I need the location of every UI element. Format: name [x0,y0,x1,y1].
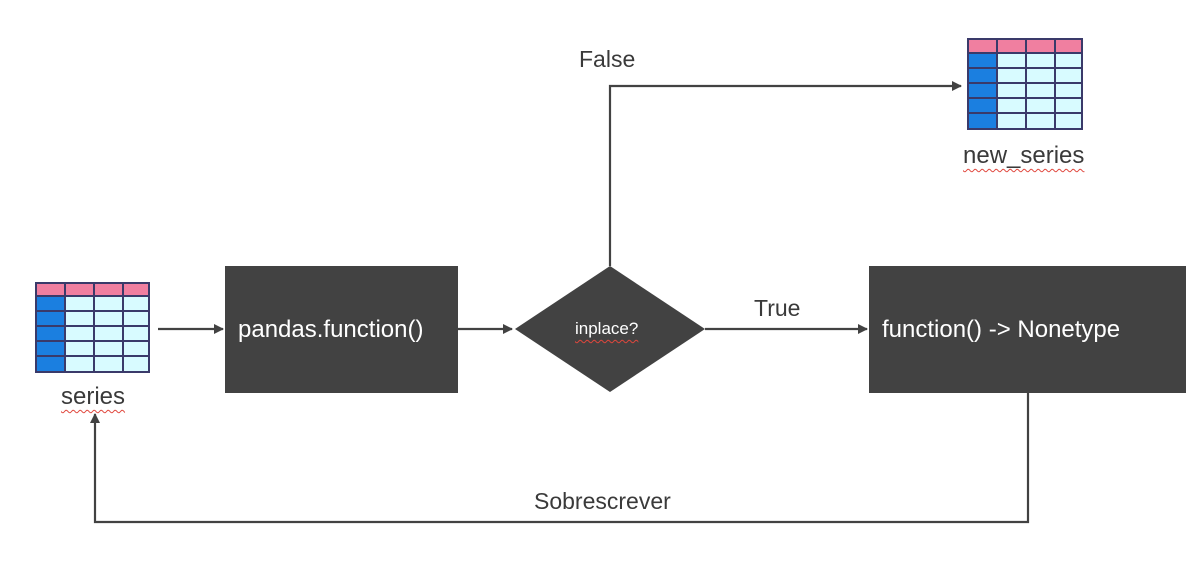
new-series-label: new_series [963,142,1085,169]
result-node: function() -> Nonetype [869,266,1186,393]
decision-diamond [515,266,705,392]
overwrite-edge-label: Sobrescrever [534,488,671,514]
false-edge-label: False [579,46,636,72]
result-label: function() -> Nonetype [882,315,1121,343]
series-table-icon [35,282,150,373]
pandas-function-label: pandas.function() [238,315,424,343]
arrow-overwrite-loop [90,393,1030,524]
arrow-false-branch [608,81,962,266]
series-label: series [61,383,126,410]
new-series-table-icon [967,38,1083,130]
decision-label: inplace? [575,319,639,338]
true-edge-label: True [754,295,801,321]
pandas-function-node: pandas.function() [225,266,458,393]
